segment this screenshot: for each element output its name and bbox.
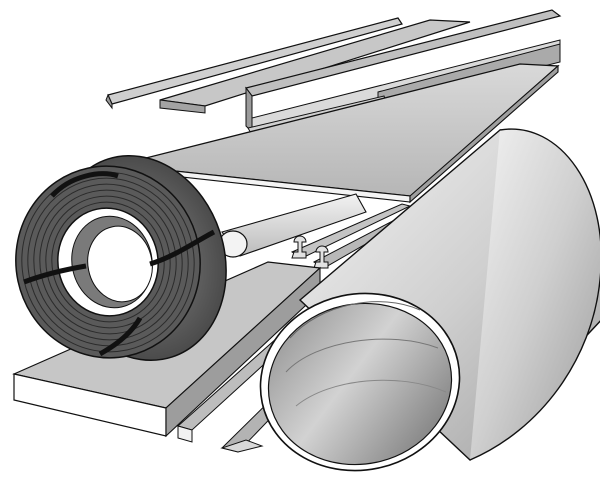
large-pipe: [259, 128, 600, 472]
angle-section-top: [105, 17, 403, 110]
wire-coil: [15, 154, 227, 362]
channel-section: [159, 19, 471, 114]
